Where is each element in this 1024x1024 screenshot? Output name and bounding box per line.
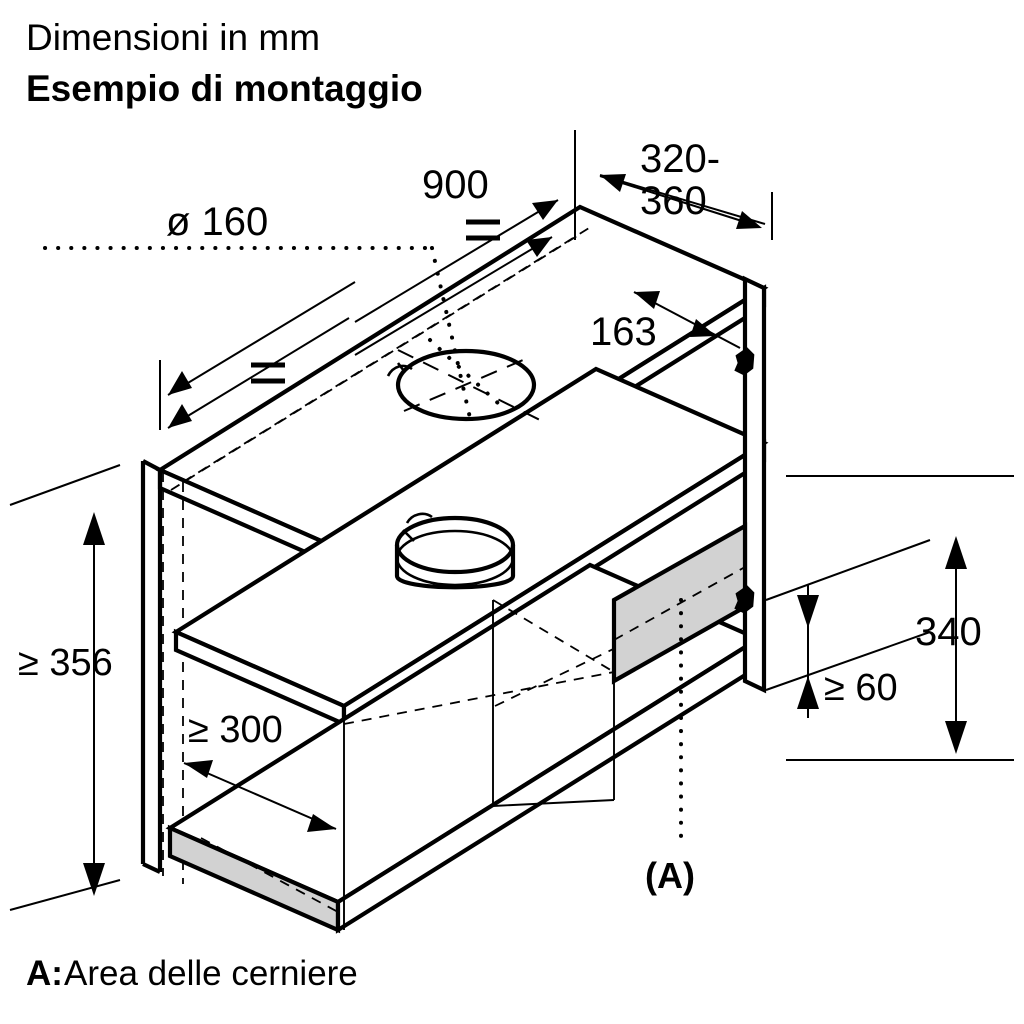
header-units-line: Dimensioni in mm bbox=[26, 17, 320, 58]
footer-ref-key: A: bbox=[26, 954, 63, 993]
cabinet-hidden-edges bbox=[162, 227, 590, 884]
dimension-label-340: 340 bbox=[915, 610, 982, 654]
dimension-label-900: 900 bbox=[422, 163, 489, 207]
dimension-label-60: ≥ 60 bbox=[824, 667, 898, 709]
cabinet-interior-divider bbox=[343, 599, 615, 930]
dimension-label-163: 163 bbox=[590, 310, 657, 354]
dimension-label-360: 360 bbox=[640, 179, 707, 223]
dimension-hood-height-340: 340 bbox=[786, 475, 1014, 761]
duct-center-dot-leaders bbox=[43, 246, 502, 420]
callout-duct-diameter: ø 160 bbox=[166, 200, 268, 244]
dimension-depth-320-360: 320- 360 bbox=[574, 130, 773, 240]
cabinet-left-side-panel bbox=[140, 459, 163, 874]
equal-mark-left bbox=[251, 362, 285, 384]
cabinet-lower-hidden-edges bbox=[200, 639, 633, 913]
cabinet-right-side-panel bbox=[742, 275, 767, 694]
dimension-height-356: ≥ 356 bbox=[9, 464, 121, 911]
dimension-label-320: 320- bbox=[640, 137, 720, 181]
hinge-bracket-icon-upper bbox=[734, 347, 755, 376]
dimension-label-300: ≥ 300 bbox=[188, 709, 283, 751]
equal-mark-right bbox=[466, 219, 500, 241]
footer-ref-text: Area delle cerniere bbox=[64, 954, 358, 993]
dimension-hinge-clearance-60: ≥ 60 bbox=[765, 539, 931, 718]
dimension-163: 163 bbox=[590, 291, 741, 354]
duct-collar bbox=[394, 512, 516, 590]
dimension-shelf-gap-300: ≥ 300 bbox=[183, 709, 337, 832]
duct-cutout-ellipse bbox=[386, 348, 541, 422]
header-title-line: Esempio di montaggio bbox=[26, 68, 423, 109]
dimension-width-900: 900 bbox=[354, 130, 576, 356]
hinge-bracket-icon-lower bbox=[734, 585, 755, 614]
dimension-equal-left bbox=[159, 281, 356, 430]
reference-a-callout: (A) bbox=[645, 598, 695, 896]
dimension-label-356: ≥ 356 bbox=[18, 642, 113, 684]
reference-a-label: (A) bbox=[645, 855, 695, 896]
